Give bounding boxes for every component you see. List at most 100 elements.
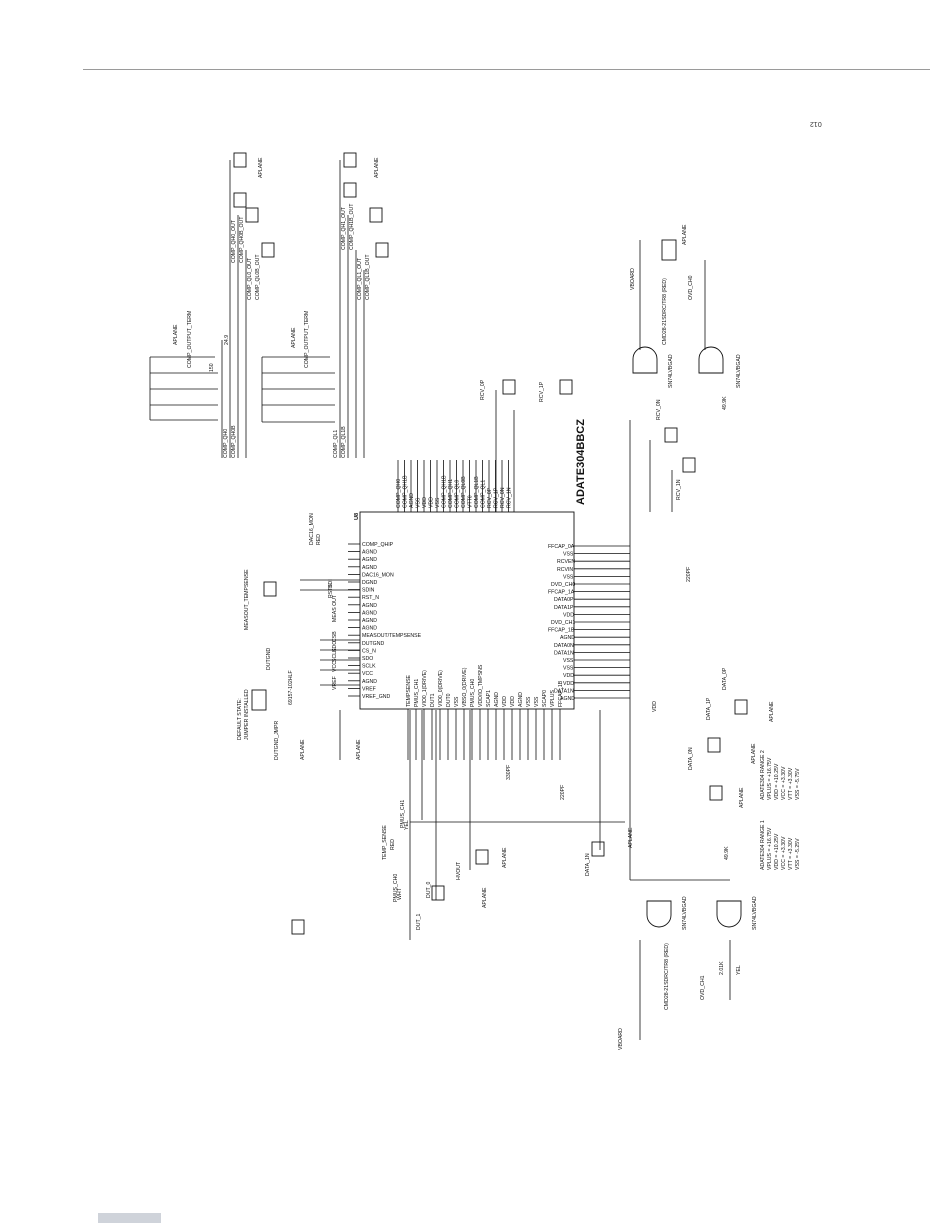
yel-label: YEL — [736, 965, 742, 975]
dutgnd-jmpr-label: DUTGND_JMPR — [274, 721, 280, 760]
yel-label: YEL — [404, 820, 410, 830]
data-0p-label: DATA_0P — [722, 667, 728, 690]
sdo-label: SDO — [332, 641, 338, 652]
chip-pin-label: COMP_QL0B — [461, 476, 467, 508]
comp-termination-block-1: APLANE COMP_OUTPUT_TERM COMP_QL1 COMP_QL… — [261, 160, 371, 458]
chip-pin-label: VSS — [563, 666, 574, 672]
rcv-0p-label: RCV_0P — [480, 379, 486, 400]
chip-pin-label: VSS — [563, 552, 574, 558]
range2-line: VDD = +10.25V — [774, 763, 780, 800]
comp-ql0-out-label: COMP_QL0_OUT — [247, 257, 253, 300]
range1-line: VCC = +3.30V — [781, 836, 787, 870]
chip-pin-label: VTT0 — [468, 495, 474, 508]
chip-pin-label: VREF — [362, 686, 376, 692]
chip-pin-label: VDD — [422, 497, 428, 508]
chip-pin-label: DATA1N — [554, 688, 574, 694]
chip-pin-label: VSS — [416, 497, 422, 508]
aplane-label: APLANE — [482, 887, 488, 908]
chip-pin-label: TEMPSENSE — [406, 674, 412, 707]
chip-pin-label: SCAP0 — [542, 690, 548, 707]
chip-pin-label: VDD — [563, 681, 574, 687]
chip-pin-label: COMP_QL1 — [481, 480, 487, 508]
chip-pin-label: DUTGND — [362, 641, 384, 647]
jumper-installed-label: JUMPER INSTALLED — [244, 689, 250, 740]
aplane-label: APLANE — [173, 324, 179, 345]
chip-pin-label: DATA0N — [554, 643, 574, 649]
chip-pin-label: DATA1N — [554, 650, 574, 656]
ovd-ch0-indicator: VBOARD OVD_CH0 SN74LVBGAD SN74LVBGAD CMD… — [630, 224, 742, 388]
chip-pin-label: COMP_QH1B — [442, 475, 448, 508]
header-rule — [83, 69, 930, 70]
chip-part-label: ADATE304BBCZ — [575, 419, 587, 505]
chip-pin-label: AGND — [494, 692, 500, 707]
chip-pin-label: AGND — [362, 603, 377, 609]
chip-pin-label: SDIN — [362, 588, 375, 594]
chip-pin-label: RCV_0P — [487, 487, 493, 508]
chip-pin-label: VDD — [429, 497, 435, 508]
range1-title: ADATE304 RANGE 1 — [760, 820, 766, 870]
chip-pin-label: AGND — [560, 696, 575, 702]
chip-pin-label: COMP_QH0 — [396, 479, 402, 508]
chip-pin-label: COMP_QHIP — [362, 542, 394, 548]
comp-qh0-label: COMP_QH0 — [223, 429, 229, 458]
chip-pin-label: SCAP1 — [486, 690, 492, 707]
chip-pin-label: VSS — [534, 696, 540, 707]
range1-line: VTT = +3.30V — [788, 837, 794, 870]
res-2p01k-label: 2.01K — [719, 961, 725, 975]
chip-pin-label: VREF_GND — [362, 694, 391, 700]
dut-1-label: DUT_1 — [416, 913, 422, 930]
rcv-1n-label: RCV_1N — [676, 479, 682, 500]
aplane-label: APLANE — [628, 827, 634, 848]
aplane-label: APLANE — [258, 157, 264, 178]
sn74-label: SN74LVBGAD — [682, 896, 688, 930]
chip-pin-label: AGND — [362, 565, 377, 571]
chip-pin-label: VDD — [563, 612, 574, 618]
chip-pin-label: VPLUS — [550, 689, 556, 707]
vboard-label: VBOARD — [630, 268, 636, 290]
range2-line: VTT = +3.30V — [788, 767, 794, 800]
chip-pin-label: COMP_QL0 — [455, 480, 461, 508]
chip-pin-label: DATA1P — [554, 605, 574, 611]
chip-pin-label: DUT1 — [430, 693, 436, 707]
chip-pin-label: DVD_CH1 — [551, 620, 575, 626]
chip-pin-label: AGND — [362, 550, 377, 556]
vdd-label: VDD — [652, 701, 658, 712]
chip-pin-label: VSS — [435, 497, 441, 508]
chip-pin-label: DAC16_MON — [362, 572, 394, 578]
rcv-0n-label: RCV_0N — [656, 399, 662, 420]
res-24p9-label: 24.9 — [224, 335, 230, 345]
jumper-symbol — [251, 689, 267, 711]
range2-line: VSS = -5.75V — [795, 768, 801, 800]
chip-pin-label: DUT0 — [446, 693, 452, 707]
temp-sense-label: TEMP_SENSE — [382, 825, 388, 860]
chip-pin-label: AGND — [362, 626, 377, 632]
chip-pin-label: RST_N — [362, 595, 379, 601]
dutgnd-label: DUTGND — [266, 648, 272, 670]
chip-pin-label: AGND — [362, 679, 377, 685]
jumper-part-label: 69157-102HLF — [288, 670, 294, 705]
sdi-label: SDI — [328, 579, 334, 588]
aplane-label: APLANE — [769, 701, 775, 722]
comp-qh0b-out-label: COMP_QH0B_OUT — [239, 216, 245, 263]
csb-label: CSB — [332, 631, 338, 642]
comp-qh1-out-label: COMP_QH1_OUT — [341, 206, 347, 250]
chip-pin-label: RCV_0N — [500, 487, 506, 508]
chip-pins-right: FFCAP_0AVSSRCVENRCVINVSSDVD_CH0FFCAP_1AD… — [548, 544, 630, 702]
sclk-label: SCLK — [332, 648, 338, 662]
ovd-ch0-label: OVD_CH0 — [688, 275, 694, 300]
aplane-label: APLANE — [739, 787, 745, 808]
data-1n-label: DATA_1N — [585, 853, 591, 876]
comp-ql0b-out-label: COMP_QL0B_OUT — [255, 254, 261, 300]
cap-220pf-label: 220PF — [686, 567, 692, 582]
chip-pin-label: COMP_QL1B — [474, 476, 480, 508]
sn74-label: SN74LVBGAD — [668, 354, 674, 388]
chip-pin-label: VIO0_1(DRIVE) — [422, 670, 428, 707]
sn74-label: SN74LVBGAD — [752, 896, 758, 930]
rcv-test-points: RCV_0P RCV_1P RCV_0N RCV_1N — [480, 379, 696, 512]
led-red-label: RED — [390, 839, 396, 850]
chip-pin-label: AGND — [362, 557, 377, 563]
led-red-label: RED — [316, 534, 322, 545]
comp-output-term-label: COMP_OUTPUT_TERM — [187, 311, 193, 368]
